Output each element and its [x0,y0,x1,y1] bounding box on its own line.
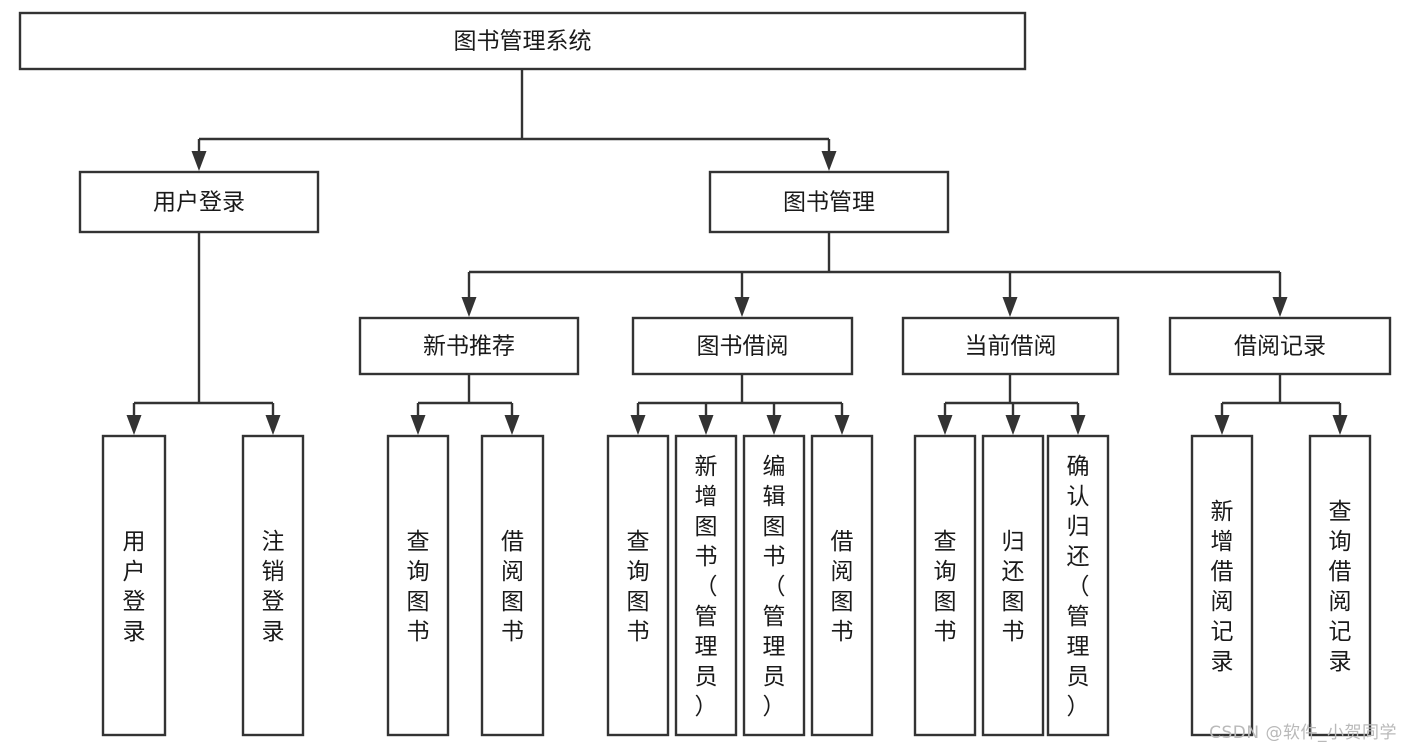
node-leaf-borrow-book-2[interactable]: 借阅图书 [810,434,874,737]
node-leaf-confirm-return[interactable]: 确认归还（管理员） [1046,434,1110,737]
node-leaf-add-record[interactable]: 新增借阅记录 [1190,434,1254,737]
node-label-user-login: 用户登录 [153,190,245,216]
connector-c-current-borrow [937,374,1086,435]
node-label-leaf-query-book-1: 查询图书 [407,529,430,645]
node-label-leaf-add-record: 新增借阅记录 [1211,499,1234,675]
node-leaf-user-login[interactable]: 用户登录 [101,434,167,737]
node-new-book-rec[interactable]: 新书推荐 [358,316,580,376]
node-box-leaf-add-record[interactable] [1190,434,1254,737]
node-box-user-login[interactable] [78,170,320,234]
node-leaf-borrow-book-1[interactable]: 借阅图书 [480,434,545,737]
connector-c-book-borrow [630,374,850,435]
node-leaf-add-book[interactable]: 新增图书（管理员） [674,434,738,737]
node-label-leaf-add-book: 新增图书（管理员） [695,454,718,720]
connector-c-new-book-rec [410,374,520,435]
node-box-leaf-query-book-3[interactable] [913,434,977,737]
node-box-book-manage[interactable] [708,170,950,234]
connector-c-borrow-record [1214,374,1348,435]
node-leaf-query-book-3[interactable]: 查询图书 [913,434,977,737]
node-box-leaf-query-book-2[interactable] [606,434,670,737]
connector-c-root [191,69,837,171]
node-box-leaf-user-login[interactable] [101,434,167,737]
node-label-borrow-record: 借阅记录 [1234,334,1326,360]
node-label-leaf-return-book: 归还图书 [1002,529,1025,645]
node-book-manage[interactable]: 图书管理 [708,170,950,234]
node-label-leaf-borrow-book-2: 借阅图书 [831,529,854,645]
node-box-leaf-borrow-book-1[interactable] [480,434,545,737]
node-borrow-record[interactable]: 借阅记录 [1168,316,1392,376]
node-leaf-query-book-1[interactable]: 查询图书 [386,434,450,737]
node-label-new-book-rec: 新书推荐 [423,334,515,360]
node-label-leaf-query-record: 查询借阅记录 [1329,499,1352,675]
node-label-leaf-query-book-2: 查询图书 [627,529,650,645]
node-layer: 图书管理系统用户登录图书管理新书推荐图书借阅当前借阅借阅记录用户登录注销登录查询… [18,11,1392,737]
node-label-leaf-edit-book: 编辑图书（管理员） [763,454,786,720]
connector-layer [126,69,1348,435]
node-box-leaf-return-book[interactable] [981,434,1045,737]
node-box-book-borrow[interactable] [631,316,854,376]
node-leaf-edit-book[interactable]: 编辑图书（管理员） [742,434,806,737]
connector-c-user-login [126,232,281,435]
node-box-current-borrow[interactable] [901,316,1120,376]
node-label-leaf-logout: 注销登录 [262,529,285,645]
node-book-borrow[interactable]: 图书借阅 [631,316,854,376]
node-label-root: 图书管理系统 [454,29,592,55]
node-label-leaf-confirm-return: 确认归还（管理员） [1067,454,1090,720]
watermark-text: CSDN @软件_小贺同学 [1209,723,1397,743]
node-label-leaf-borrow-book-1: 借阅图书 [501,529,524,645]
node-box-leaf-query-book-1[interactable] [386,434,450,737]
node-label-book-manage: 图书管理 [783,190,875,216]
node-label-leaf-query-book-3: 查询图书 [934,529,957,645]
node-leaf-query-record[interactable]: 查询借阅记录 [1308,434,1372,737]
node-label-book-borrow: 图书借阅 [697,334,789,360]
node-label-current-borrow: 当前借阅 [965,334,1057,360]
node-box-root[interactable] [18,11,1027,71]
node-box-leaf-borrow-book-2[interactable] [810,434,874,737]
node-root[interactable]: 图书管理系统 [18,11,1027,71]
node-leaf-return-book[interactable]: 归还图书 [981,434,1045,737]
node-box-borrow-record[interactable] [1168,316,1392,376]
node-box-leaf-edit-book[interactable] [742,434,806,737]
node-user-login[interactable]: 用户登录 [78,170,320,234]
node-label-leaf-user-login: 用户登录 [123,529,146,645]
connector-c-book-manage [461,232,1288,317]
node-box-new-book-rec[interactable] [358,316,580,376]
node-leaf-query-book-2[interactable]: 查询图书 [606,434,670,737]
node-box-leaf-logout[interactable] [241,434,305,737]
node-box-leaf-confirm-return[interactable] [1046,434,1110,737]
node-leaf-logout[interactable]: 注销登录 [241,434,305,737]
node-current-borrow[interactable]: 当前借阅 [901,316,1120,376]
node-box-leaf-add-book[interactable] [674,434,738,737]
node-box-leaf-query-record[interactable] [1308,434,1372,737]
